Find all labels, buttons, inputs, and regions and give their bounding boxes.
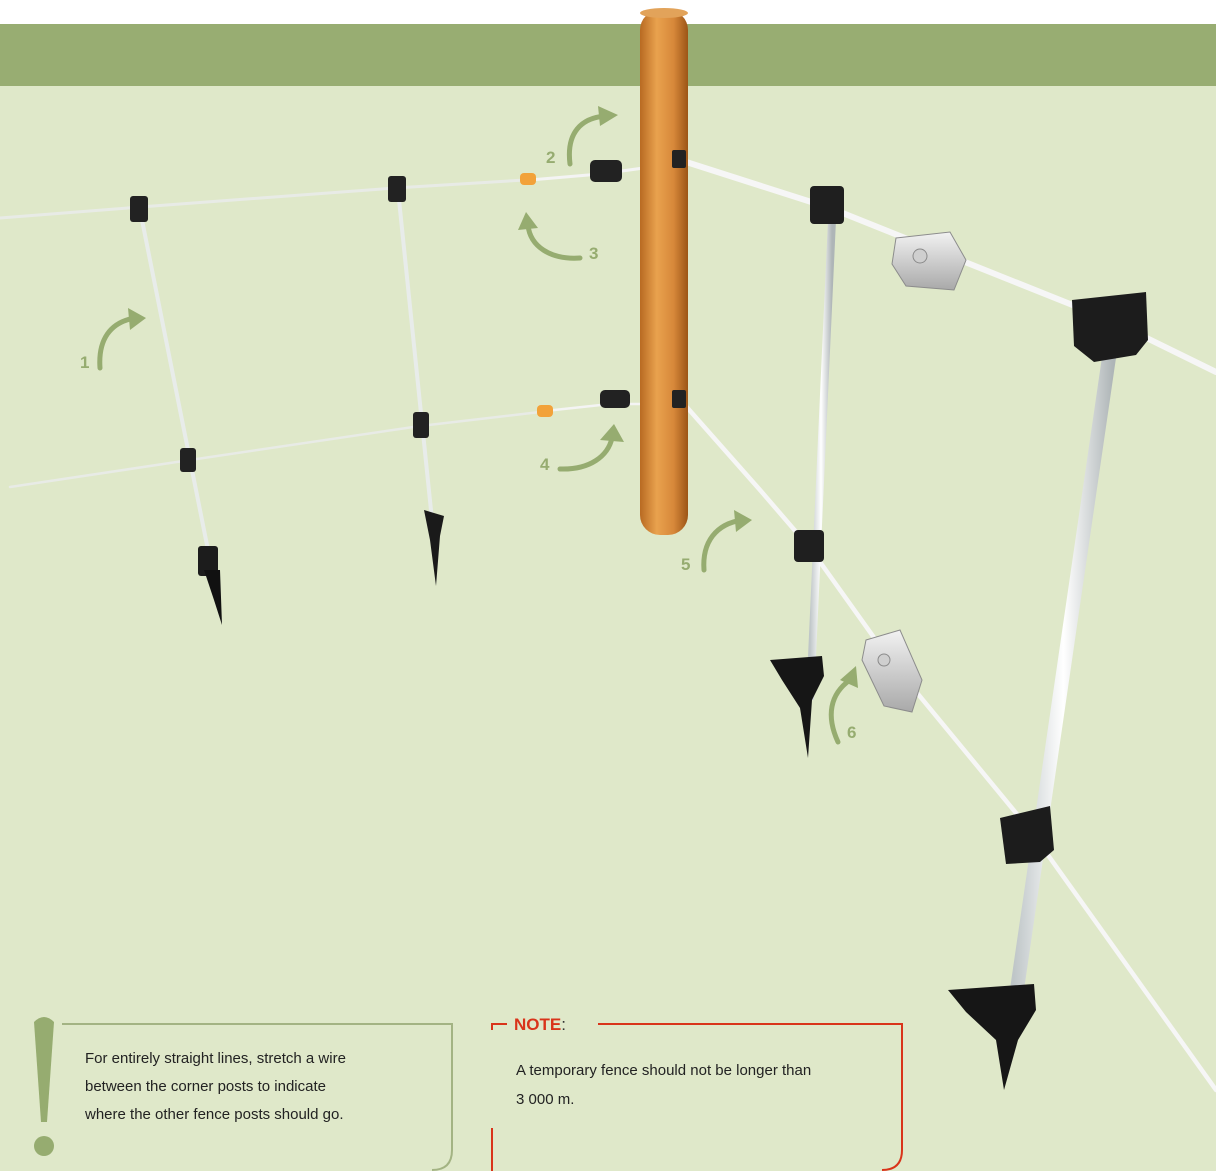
wire-clip-bottom: [537, 405, 553, 417]
note-title-colon: :: [561, 1015, 566, 1034]
wire-clip-top: [520, 173, 536, 185]
tip-line: where the other fence posts should go.: [85, 1101, 415, 1129]
note-text: A temporary fence should not be longer t…: [516, 1056, 886, 1114]
header-band: [0, 24, 1216, 86]
tip-text: For entirely straight lines, stretch a w…: [85, 1045, 415, 1129]
callout-number-3: 3: [589, 244, 598, 263]
insulator-on-wooden-post-bottom: [672, 390, 686, 408]
wooden-corner-post: [640, 8, 688, 535]
note-line: 3 000 m.: [516, 1085, 886, 1114]
callout-number-4: 4: [540, 455, 550, 474]
callout-number-6: 6: [847, 723, 856, 742]
callout-number-1: 1: [80, 353, 89, 372]
note-title: NOTE:: [514, 1015, 566, 1035]
tape-gate-handle-top: [590, 160, 622, 182]
tip-line: For entirely straight lines, stretch a w…: [85, 1045, 415, 1073]
tape-gate-handle-bottom: [600, 390, 630, 408]
exclamation-icon-dot: [34, 1136, 54, 1156]
tip-line: between the corner posts to indicate: [85, 1073, 415, 1101]
white-top-strip: [0, 0, 1216, 24]
note-title-text: NOTE: [514, 1015, 561, 1034]
note-line: A temporary fence should not be longer t…: [516, 1056, 886, 1085]
callout-number-2: 2: [546, 148, 555, 167]
callout-number-5: 5: [681, 555, 690, 574]
insulator-on-wooden-post-top: [672, 150, 686, 168]
